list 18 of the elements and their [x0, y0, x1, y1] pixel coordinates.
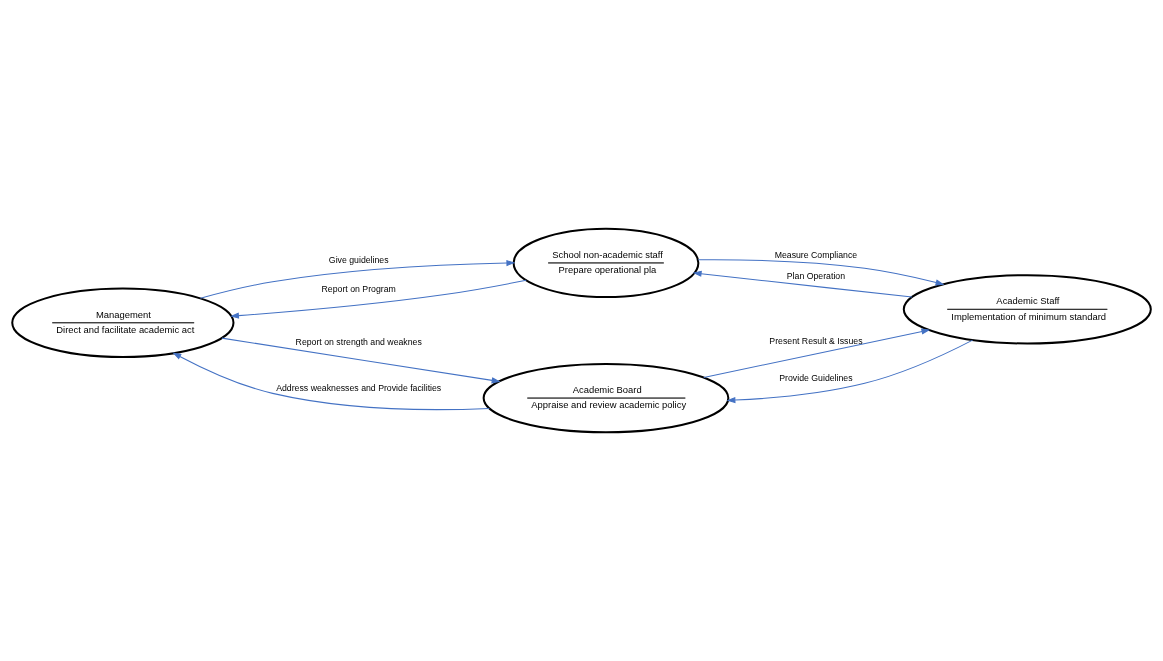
edge-label: Address weaknesses and Provide facilities: [276, 382, 442, 393]
arrow: [692, 270, 913, 298]
arrow: [697, 259, 945, 286]
node-ellipse: Academic Board Appraise and review academic policy: [482, 362, 730, 434]
arrow: [230, 279, 527, 319]
node-ellipse: Academic Staff Implementation of minimum standard: [902, 274, 1152, 345]
arrow: [703, 328, 931, 379]
arrow: [726, 339, 974, 404]
edge-label: Give guidelines: [328, 255, 389, 266]
edge-label: Present Result & Issues: [769, 335, 863, 346]
arrow: [221, 337, 501, 384]
edge-label: Report on strength and weaknes: [295, 337, 422, 348]
edge-label: Plan Operation: [786, 270, 846, 281]
edge-label: Provide Guidelines: [779, 372, 853, 383]
edge-label: Report on Program: [321, 284, 396, 295]
arrow: [199, 259, 516, 299]
arrow: [172, 352, 490, 411]
edge-label: Measure Compliance: [774, 250, 858, 261]
